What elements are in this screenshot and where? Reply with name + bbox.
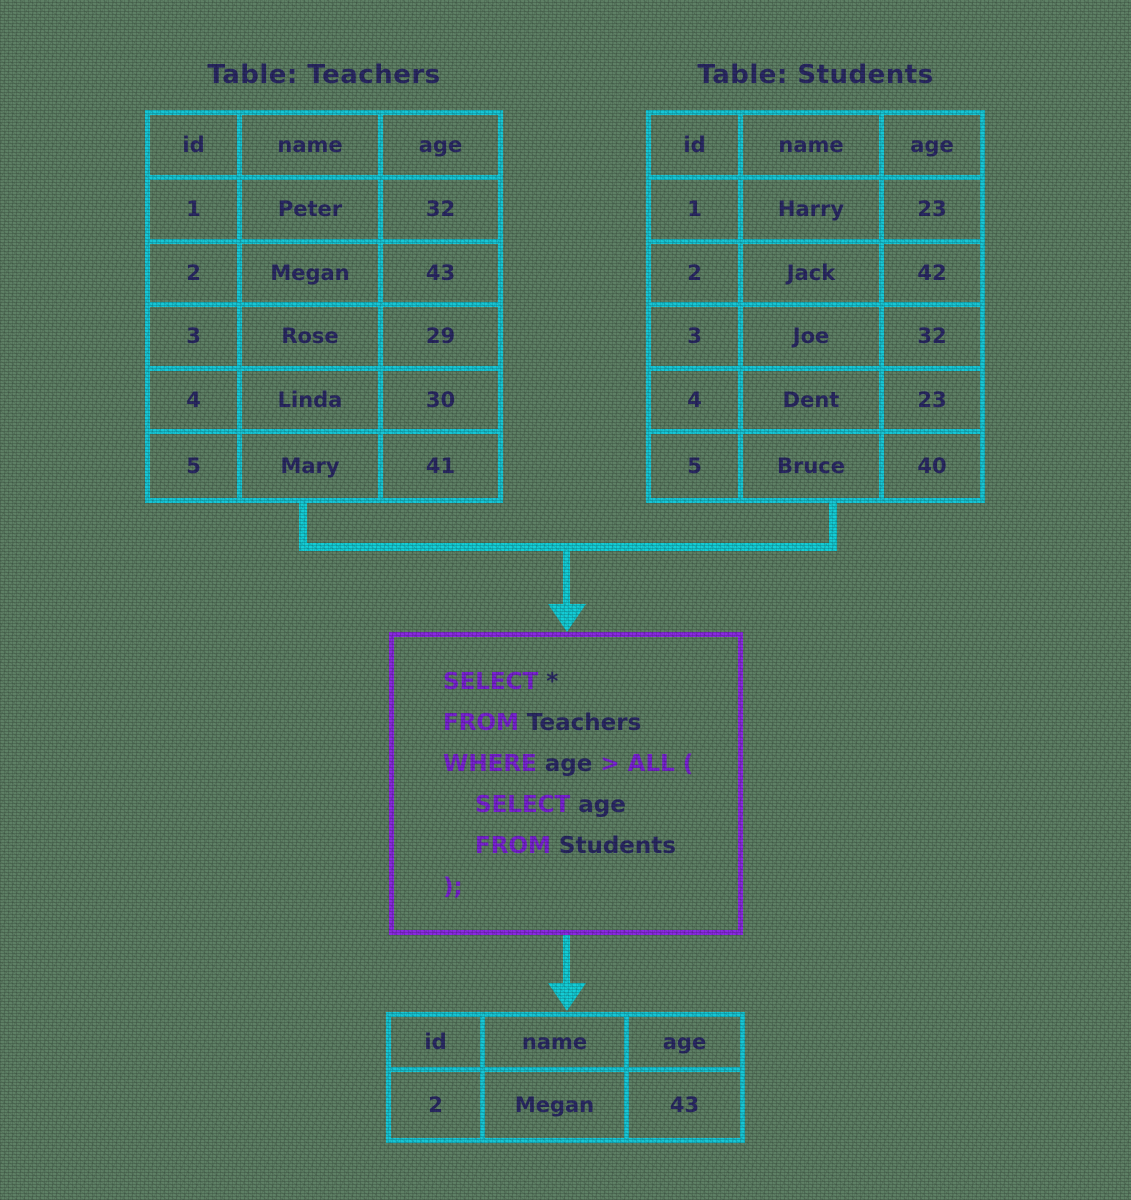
teachers-cell: Rose bbox=[242, 307, 383, 371]
teachers-header-id: id bbox=[150, 115, 242, 180]
teachers-header-age: age bbox=[383, 115, 498, 180]
result-cell: 43 bbox=[669, 1093, 700, 1117]
sql-identifier: * bbox=[538, 669, 559, 695]
teachers-cell: Mary bbox=[242, 434, 383, 498]
students-cell: 23 bbox=[884, 371, 980, 435]
teachers-cell: 2 bbox=[150, 243, 242, 308]
teachers-cell: Linda bbox=[242, 370, 383, 435]
students-cell: Joe bbox=[743, 307, 884, 371]
sql-keyword: FROM bbox=[443, 710, 519, 736]
teachers-cell: 32 bbox=[383, 180, 498, 244]
students-cell: 5 bbox=[651, 434, 743, 498]
sql-line: FROM Students bbox=[443, 826, 693, 867]
sql-keyword: FROM bbox=[443, 833, 551, 859]
teachers-cell: 41 bbox=[425, 454, 456, 479]
sql-keyword: SELECT bbox=[443, 792, 571, 818]
teachers-header-name: name bbox=[242, 115, 383, 180]
result-header-id: id bbox=[391, 1017, 485, 1072]
result-cell: Megan bbox=[485, 1072, 629, 1138]
sql-keyword: ( bbox=[674, 751, 694, 777]
sql-keyword: SELECT bbox=[443, 669, 539, 695]
result-header-age: age bbox=[629, 1017, 740, 1072]
result-header-name: name bbox=[485, 1017, 629, 1072]
sql-query-box bbox=[389, 632, 743, 935]
result-cell: 2 bbox=[391, 1072, 485, 1138]
connector-teachers-drop bbox=[299, 503, 307, 551]
teachers-cell: 29 bbox=[383, 307, 498, 371]
sql-keyword: WHERE bbox=[443, 751, 537, 777]
connector-students-drop bbox=[829, 503, 837, 551]
students-cell: Dent bbox=[743, 370, 884, 435]
sql-line: WHERE age > ALL ( bbox=[443, 744, 693, 785]
arrow-head-to-result bbox=[548, 983, 586, 1011]
teachers-cell: Megan bbox=[242, 243, 383, 308]
teachers-cell: 43 bbox=[383, 244, 498, 308]
students-cell: 42 bbox=[884, 244, 980, 308]
teachers-cell: 5 bbox=[150, 434, 242, 498]
students-cell: Bruce bbox=[743, 434, 884, 498]
sql-keyword: > ALL bbox=[600, 751, 675, 777]
students-header-id: id bbox=[651, 115, 743, 180]
arrow-head-to-query bbox=[548, 604, 586, 632]
teachers-table-title: Table: Teachers bbox=[207, 60, 441, 90]
sql-line: SELECT age bbox=[443, 785, 693, 826]
teachers-cell: 3 bbox=[150, 307, 242, 371]
connector-to-query-stem bbox=[563, 551, 570, 608]
students-cell: 23 bbox=[884, 180, 980, 244]
sql-identifier: Students bbox=[550, 833, 676, 859]
sql-line: SELECT * bbox=[443, 662, 693, 703]
students-header-name: name bbox=[743, 115, 884, 180]
students-cell: 32 bbox=[884, 307, 980, 371]
sql-identifier: age bbox=[536, 751, 601, 777]
students-cell: Jack bbox=[743, 243, 884, 308]
sql-identifier: Teachers bbox=[518, 710, 642, 736]
students-cell: 40 bbox=[917, 454, 947, 479]
connector-to-result-stem bbox=[563, 935, 570, 987]
students-cell: 1 bbox=[651, 180, 743, 244]
teachers-cell: 4 bbox=[150, 370, 242, 435]
students-header-age: age bbox=[884, 115, 980, 180]
students-cell: 4 bbox=[651, 370, 743, 435]
students-cell: 3 bbox=[651, 307, 743, 371]
teachers-cell: Peter bbox=[242, 180, 383, 244]
students-table-title: Table: Students bbox=[697, 60, 934, 90]
students-cell: 2 bbox=[651, 243, 743, 308]
students-cell: Harry bbox=[743, 180, 884, 244]
sql-identifier: age bbox=[570, 792, 626, 818]
sql-line: ); bbox=[443, 867, 693, 908]
sql-keyword: ); bbox=[443, 874, 463, 900]
teachers-cell: 1 bbox=[150, 180, 242, 244]
sql-line: FROM Teachers bbox=[443, 703, 693, 744]
connector-horizontal-bar bbox=[299, 543, 837, 551]
teachers-cell: 30 bbox=[383, 371, 498, 435]
